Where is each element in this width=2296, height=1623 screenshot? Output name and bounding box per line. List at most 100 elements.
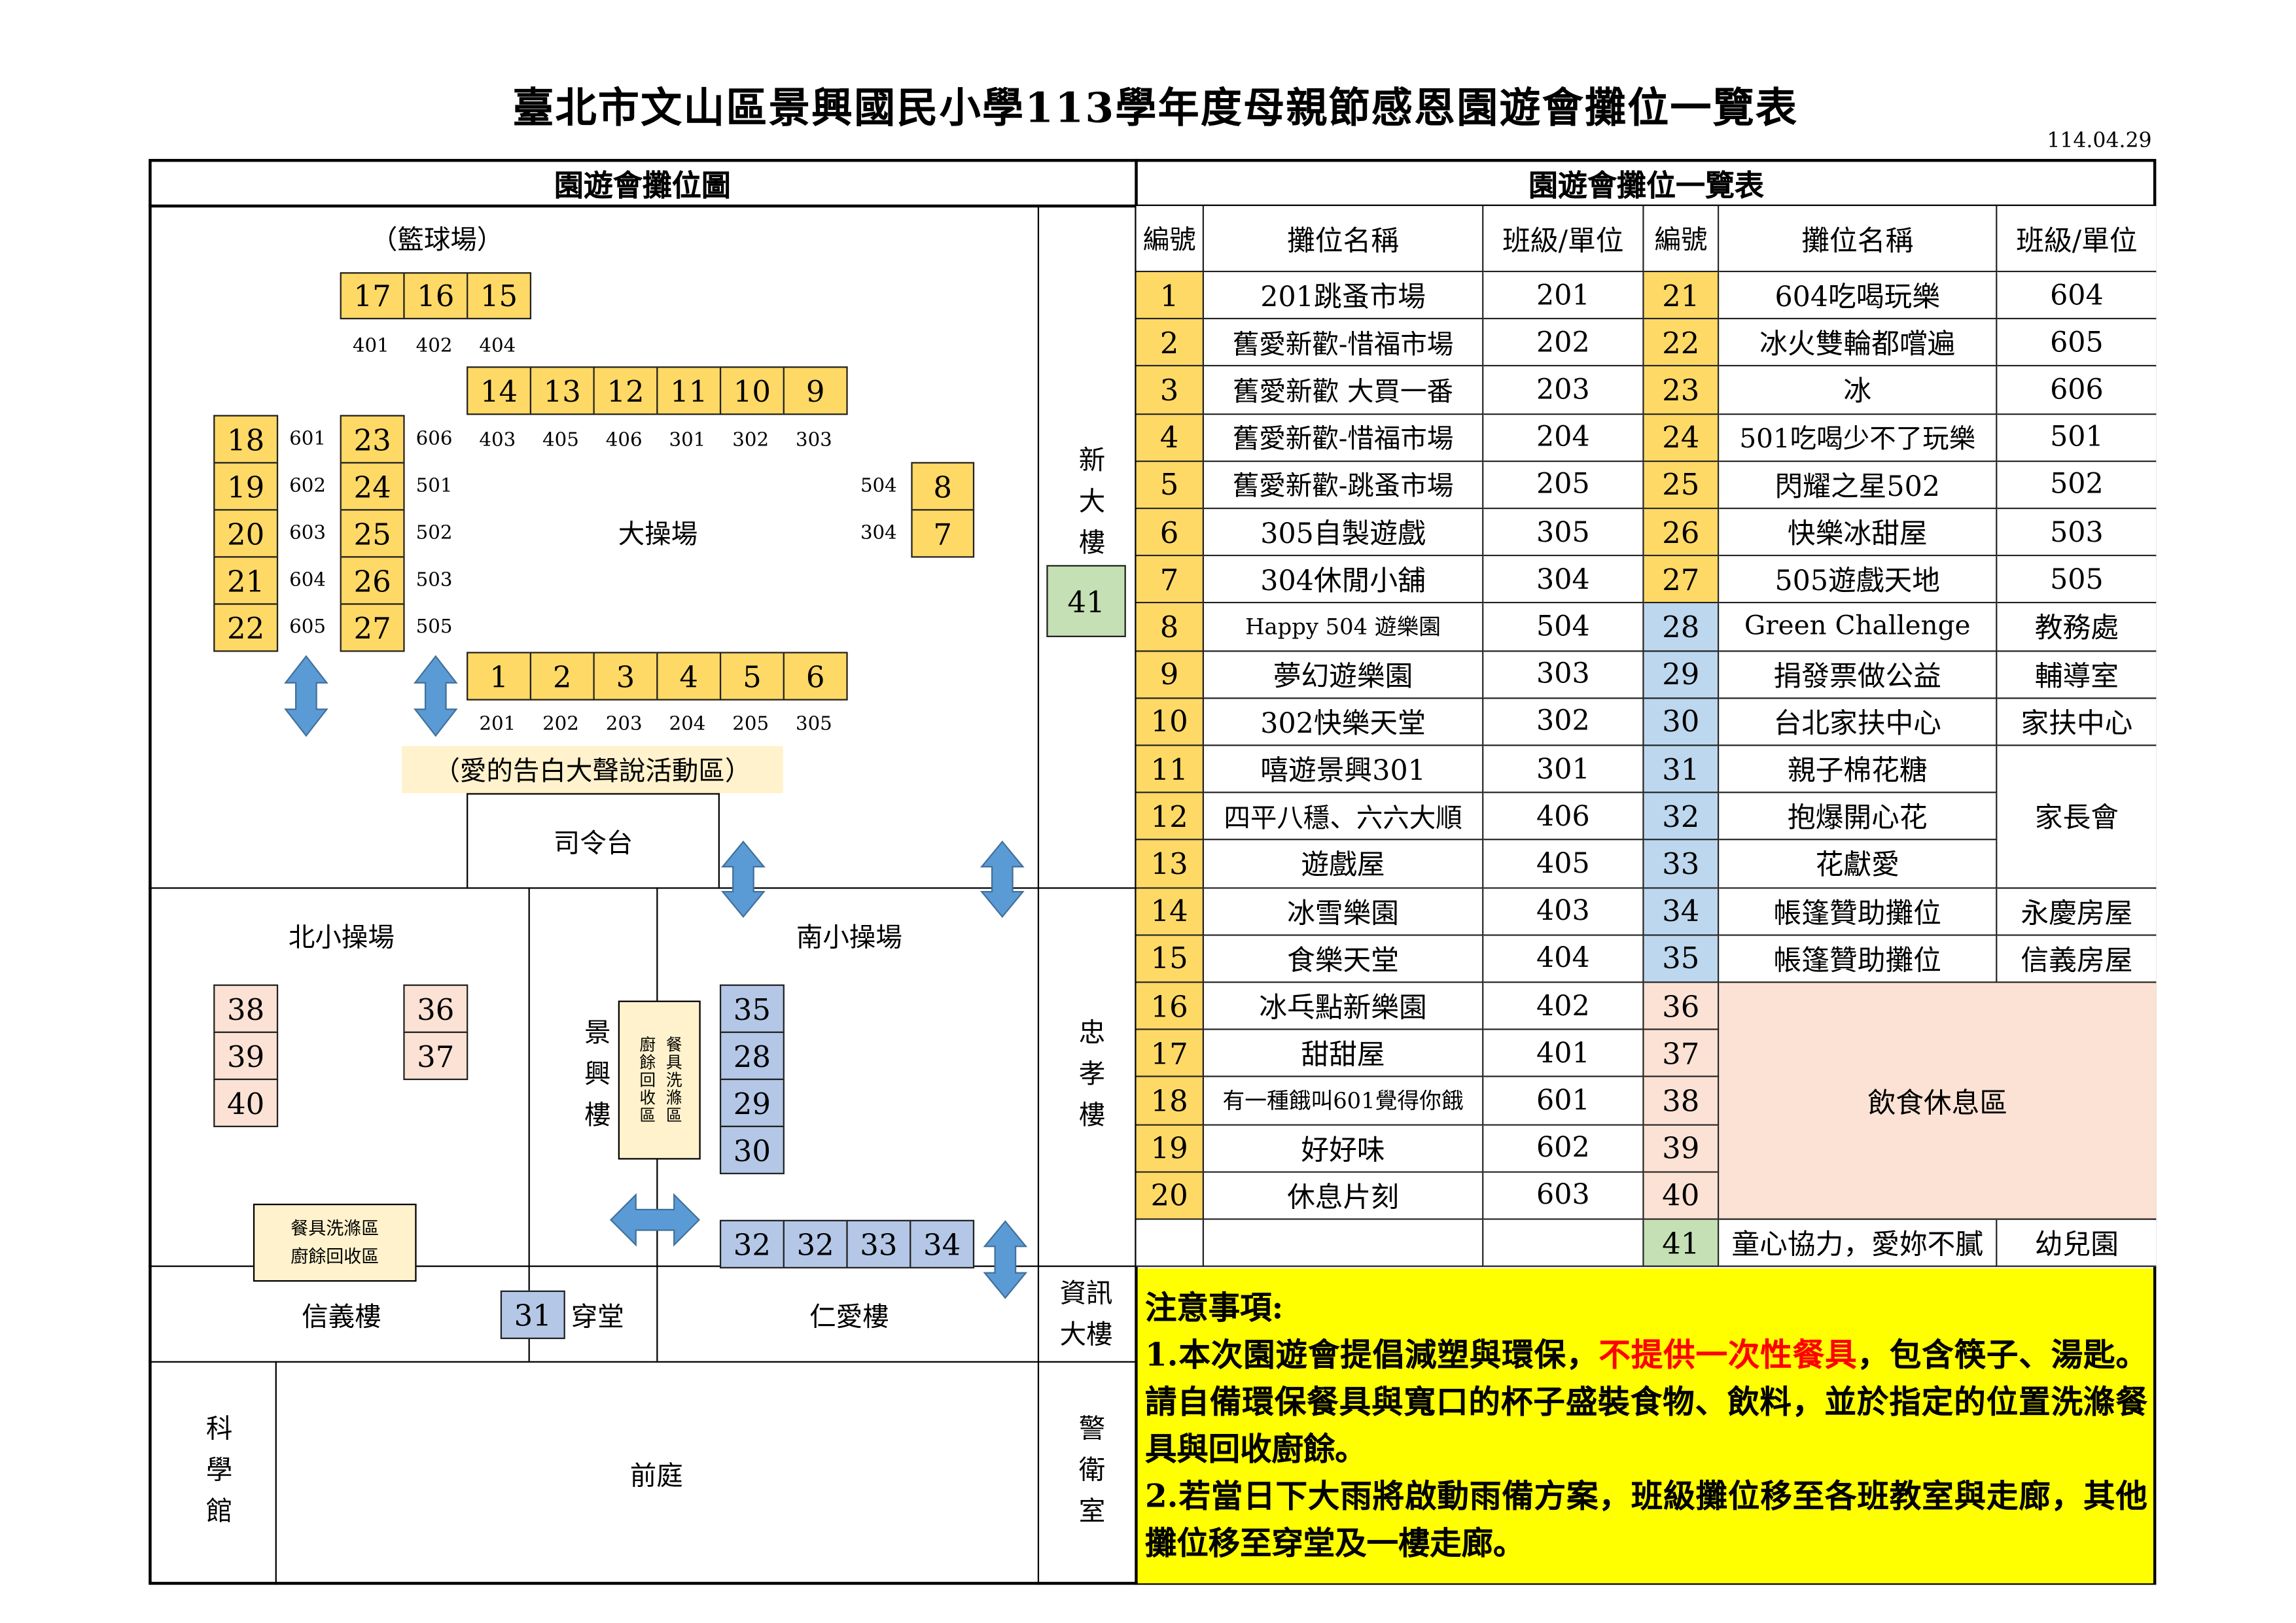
booth-number: 12 xyxy=(1136,793,1205,841)
line-building-top xyxy=(149,1265,1137,1267)
booth-name: 604吃喝玩樂 xyxy=(1719,272,1998,320)
booth-name: 童心協力，愛妳不膩 xyxy=(1719,1219,1998,1268)
parents-association-unit: 家長會 xyxy=(1997,746,2157,888)
booth-name: 休息片刻 xyxy=(1204,1172,1484,1220)
booth-name: Happy 504 遊樂園 xyxy=(1204,604,1484,652)
basketball-court-label: （籃球場） xyxy=(370,225,504,256)
booth-number: 13 xyxy=(1136,841,1205,888)
booth-number: 26 xyxy=(1644,509,1720,557)
booth-box: 22 xyxy=(213,603,279,652)
line-science-hall xyxy=(274,1361,277,1585)
food-rest-area: 飲食休息區 xyxy=(1719,983,2157,1220)
booth-box: 23 xyxy=(340,415,405,464)
booth-unit: 205 xyxy=(1483,461,1644,510)
booth-box: 41 xyxy=(1046,565,1126,637)
double-arrow-icon xyxy=(983,1220,1028,1299)
booth-unit: 304 xyxy=(1483,556,1644,604)
hallway-label: 穿堂 xyxy=(571,1302,624,1333)
booth-number: 29 xyxy=(1644,651,1720,699)
booth-unit: 204 xyxy=(1483,414,1644,462)
booth-unit: 605 xyxy=(1997,319,2157,367)
booth-name: 冰 xyxy=(1719,366,1998,415)
column-header: 班級/單位 xyxy=(1997,205,2157,273)
booth-box: 27 xyxy=(340,603,405,652)
booth-unit: 教務處 xyxy=(1997,604,2157,652)
booth-number: 16 xyxy=(1136,983,1205,1031)
booth-class-label: 401 xyxy=(352,334,389,357)
booth-name: 冰乓點新樂園 xyxy=(1204,983,1484,1031)
booth-class-label: 604 xyxy=(289,568,327,591)
booth-unit: 幼兒園 xyxy=(1997,1219,2157,1268)
booth-unit: 602 xyxy=(1483,1125,1644,1173)
booth-number: 1 xyxy=(1136,272,1205,320)
food-waste-label: 廚餘回收區 xyxy=(637,1036,657,1125)
booth-unit: 601 xyxy=(1483,1077,1644,1125)
wash-area-box: 餐具洗滌區 廚餘回收區 xyxy=(253,1204,417,1282)
booth-box: 17 xyxy=(340,272,405,320)
food-waste-label: 廚餘回收區 xyxy=(291,1246,380,1266)
science-hall-label: 科學館 xyxy=(202,1414,233,1538)
booth-box: 30 xyxy=(719,1125,785,1175)
booth-box: 33 xyxy=(846,1219,911,1268)
booth-class-label: 205 xyxy=(732,712,769,735)
booth-number: 9 xyxy=(1136,651,1205,699)
booth-number: 23 xyxy=(1644,366,1720,415)
booth-class-label: 601 xyxy=(289,427,327,450)
booth-number: 28 xyxy=(1644,604,1720,652)
booth-class-label: 602 xyxy=(289,474,327,497)
wash-area-label: 餐具洗滌區 xyxy=(663,1036,683,1125)
booth-unit: 606 xyxy=(1997,366,2157,415)
booth-number: 3 xyxy=(1136,366,1205,415)
wash-area-vertical-box: 餐具洗滌區 廚餘回收區 xyxy=(618,1000,701,1160)
info-building-line-2: 大樓 xyxy=(1059,1319,1113,1351)
booth-class-label: 404 xyxy=(479,334,516,357)
header-divider xyxy=(149,204,2157,207)
booth-class-label: 504 xyxy=(860,474,897,497)
booth-number: 6 xyxy=(1136,509,1205,557)
building-column-line xyxy=(1036,205,1040,1585)
horizontal-double-arrow-icon xyxy=(609,1193,701,1247)
booth-box: 12 xyxy=(593,366,658,415)
booth-class-label: 405 xyxy=(542,428,579,451)
booth-name: 帳篷贊助攤位 xyxy=(1719,888,1998,936)
booth-number: 27 xyxy=(1644,556,1720,604)
wash-area-label: 餐具洗滌區 xyxy=(291,1217,380,1238)
booth-number: 40 xyxy=(1644,1172,1720,1220)
booth-name: 親子棉花糖 xyxy=(1719,746,1998,794)
booth-unit: 永慶房屋 xyxy=(1997,888,2157,936)
booth-class-label: 301 xyxy=(669,428,706,451)
booth-box: 38 xyxy=(213,984,279,1034)
booth-number: 14 xyxy=(1136,888,1205,936)
booth-number: 20 xyxy=(1136,1172,1205,1220)
booth-number: 5 xyxy=(1136,461,1205,510)
booth-unit: 202 xyxy=(1483,319,1644,367)
booth-box: 31 xyxy=(500,1290,565,1339)
info-building-line-1: 資訊 xyxy=(1059,1278,1113,1310)
xinyi-building-label: 信義樓 xyxy=(302,1302,381,1333)
notes-item-1: 1.本次園遊會提倡減塑與環保，不提供一次性餐具，包含筷子、湯匙。請自備環保餐具與… xyxy=(1145,1333,2147,1475)
booth-name: 好好味 xyxy=(1204,1125,1484,1173)
booth-name: 台北家扶中心 xyxy=(1719,699,1998,746)
booth-name: 505遊戲天地 xyxy=(1719,556,1998,604)
booth-class-label: 502 xyxy=(415,521,453,544)
booth-box: 3 xyxy=(593,652,658,701)
booth-name: 有一種餓叫601覺得你餓 xyxy=(1204,1077,1484,1125)
booth-number: 35 xyxy=(1644,935,1720,983)
booth-box: 6 xyxy=(783,652,848,701)
notes-item-2: 2.若當日下大雨將啟動雨備方案，班級攤位移至各班教室與走廊，其他攤位移至穿堂及一… xyxy=(1145,1478,2147,1563)
booth-box: 15 xyxy=(467,272,532,320)
booth-box: 34 xyxy=(910,1219,975,1268)
booth-name: 304休閒小舖 xyxy=(1204,556,1484,604)
booth-number: 17 xyxy=(1136,1030,1205,1078)
document-title: 臺北市文山區景興國民小學113學年度母親節感恩園遊會攤位一覽表 xyxy=(512,84,1799,133)
column-header: 編號 xyxy=(1136,205,1205,273)
booth-number: 15 xyxy=(1136,935,1205,983)
booth-class-label: 303 xyxy=(795,428,832,451)
booth-box: 26 xyxy=(340,556,405,605)
booth-number: 34 xyxy=(1644,888,1720,936)
new-building-label: 新大樓 xyxy=(1074,445,1106,570)
booth-unit: 303 xyxy=(1483,651,1644,699)
booth-box: 9 xyxy=(783,366,848,415)
zhongxiao-building-label: 忠孝樓 xyxy=(1074,1018,1106,1142)
